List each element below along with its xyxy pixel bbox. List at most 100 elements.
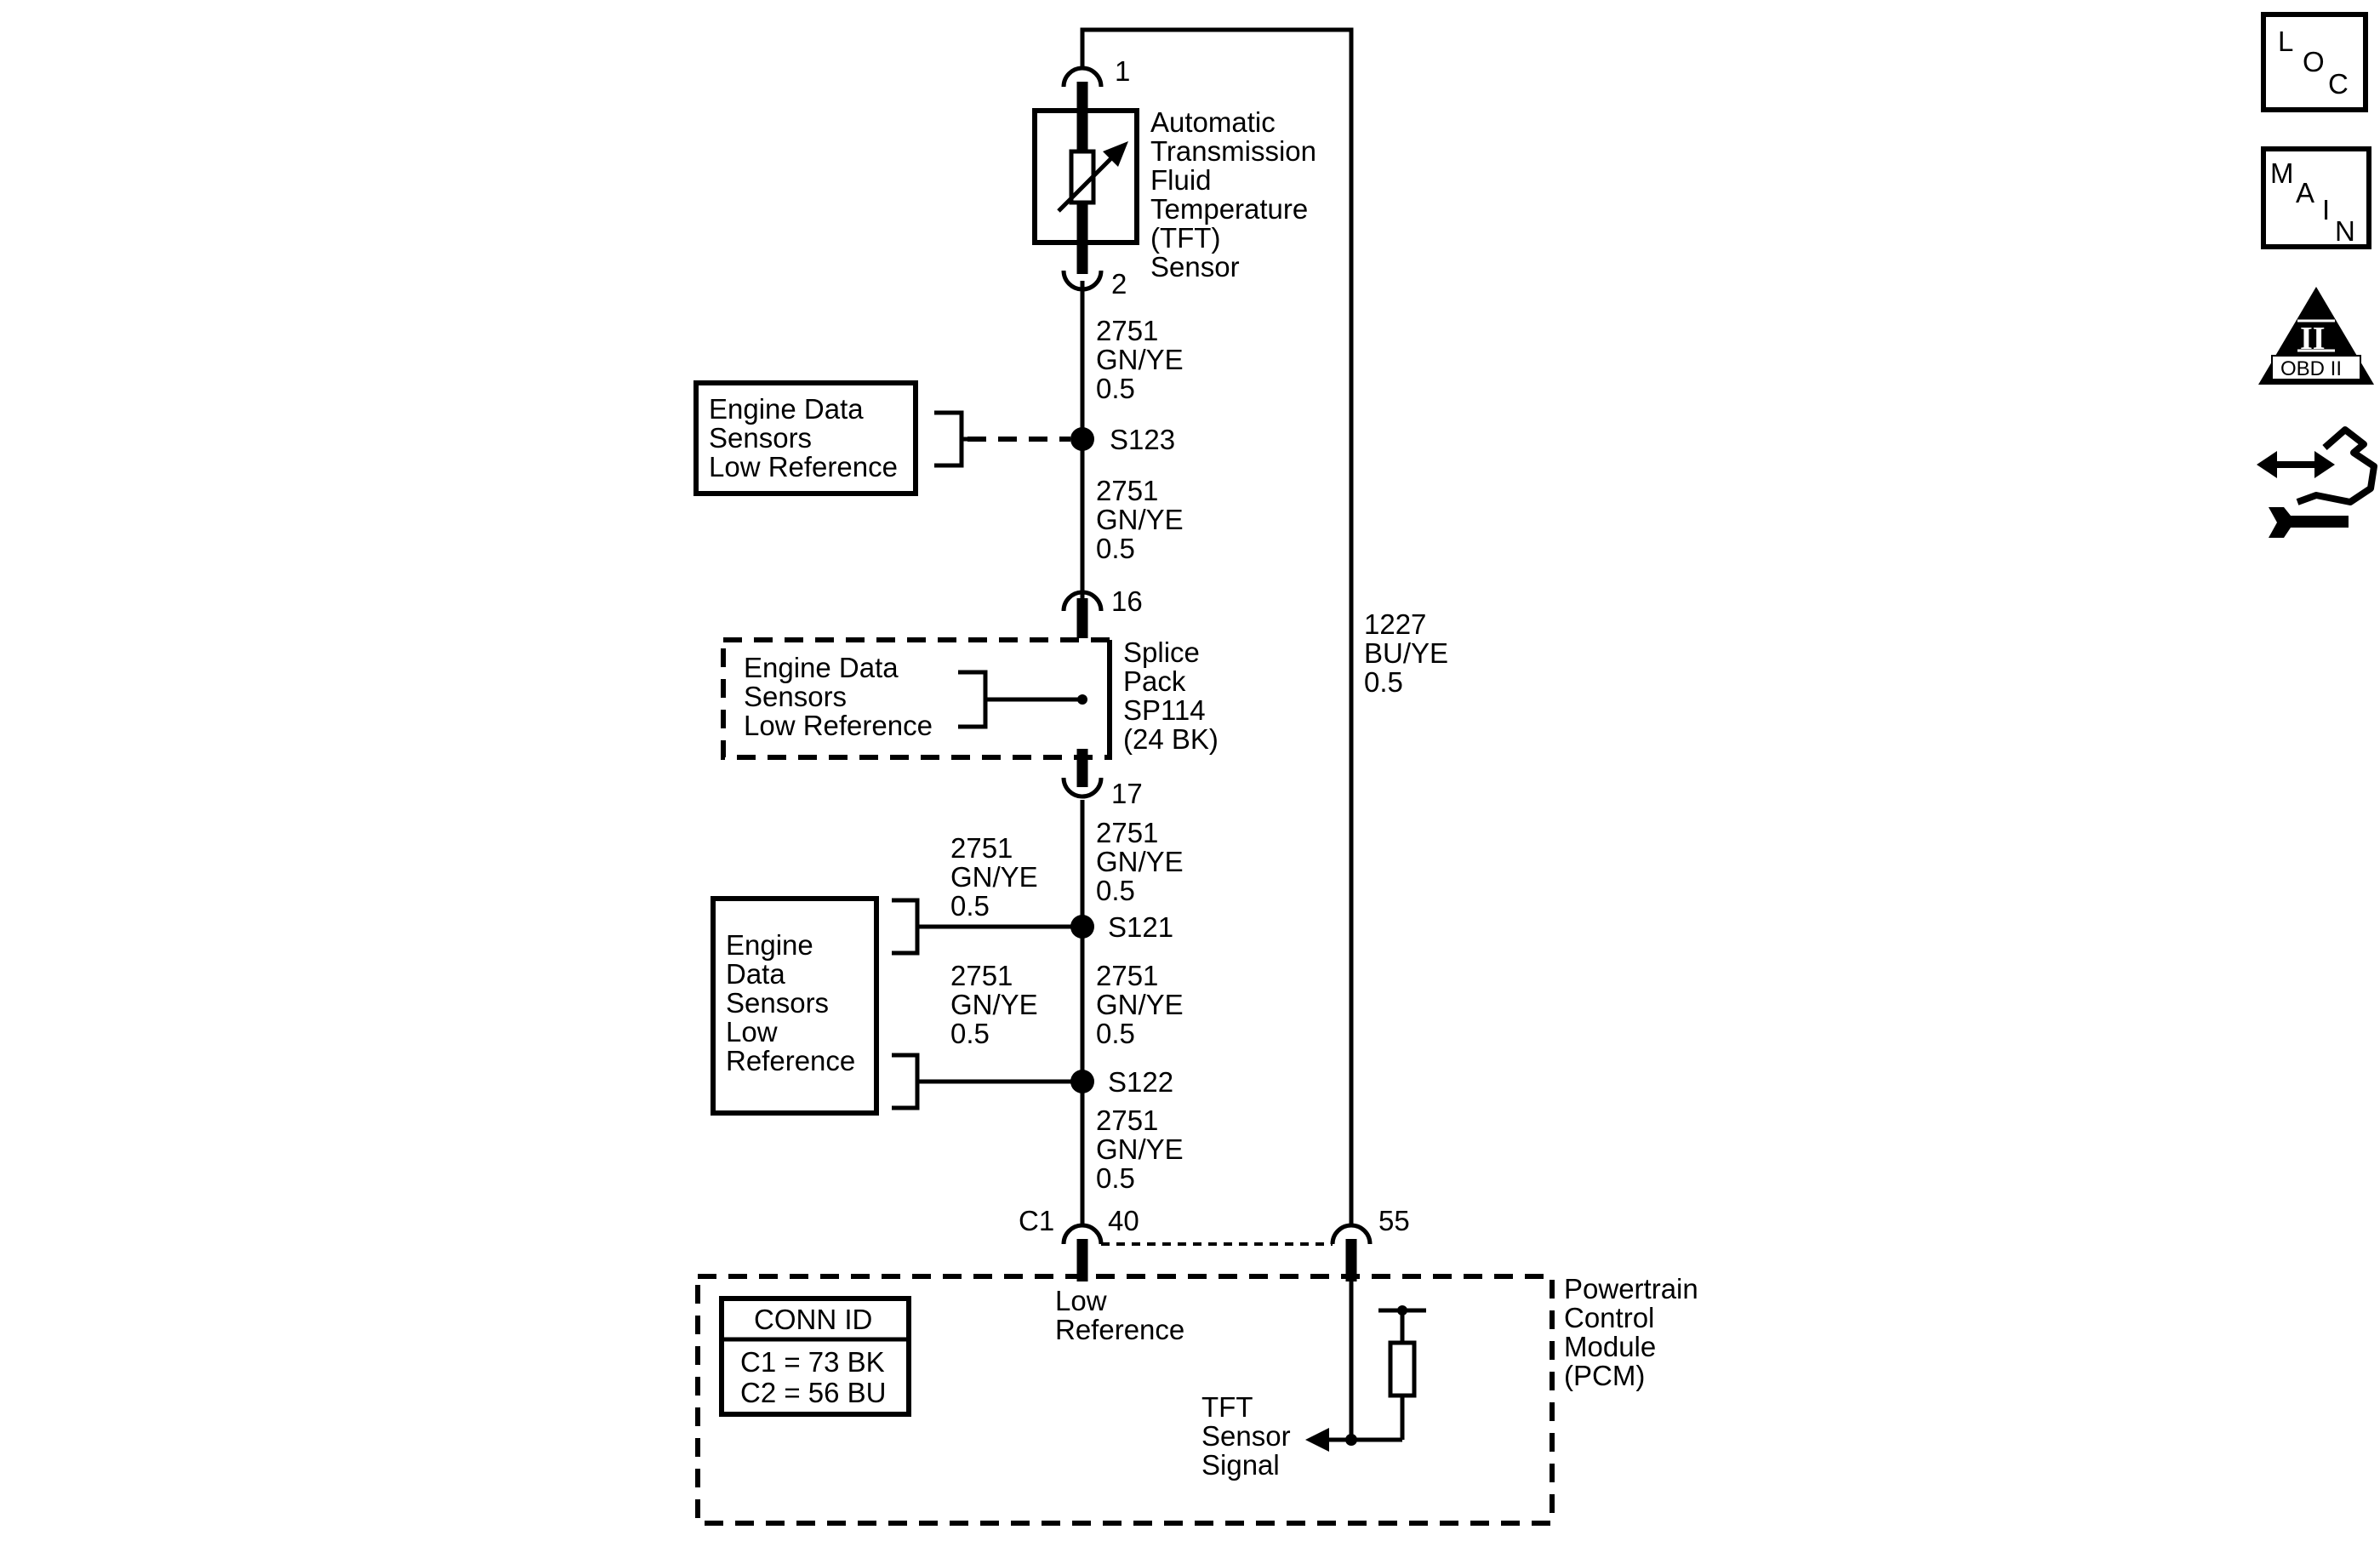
splice-s123-label: S123 <box>1110 424 1175 455</box>
pcm-name-line: (PCM) <box>1564 1360 1645 1391</box>
wire-label-line: BU/YE <box>1364 637 1448 669</box>
wire-label-line: 2751 <box>1096 475 1158 506</box>
splice-pack-name-line: (24 BK) <box>1123 723 1219 755</box>
sensor-name-line: Automatic <box>1150 106 1276 138</box>
wire-2751-label: 2751 GN/YE 0.5 <box>1096 960 1191 1049</box>
box-text-line: Sensors <box>726 987 829 1019</box>
main-icon[interactable]: M A I N <box>2261 146 2371 249</box>
splice-pack-name-line: SP114 <box>1123 694 1206 726</box>
variable-arrow <box>1057 150 1120 213</box>
pcm-low-ref-label: Low Reference <box>1055 1285 1184 1345</box>
bracket-s123 <box>934 410 964 468</box>
wire-label-line: GN/YE <box>1096 504 1184 535</box>
main-letter: I <box>2322 194 2330 225</box>
pcm-signal-label: TFT Sensor Signal <box>1201 1391 1298 1481</box>
sensor-pin-1: 1 <box>1115 55 1130 87</box>
obd-ii-label-box <box>2271 355 2361 380</box>
connector-pin-40 <box>1061 1223 1104 1245</box>
main-letter: A <box>2296 177 2314 208</box>
wire-label-line: 0.5 <box>950 1018 990 1049</box>
splice-s121-label: S121 <box>1108 911 1173 943</box>
box-sp114 <box>721 637 1112 760</box>
wire-label-line: GN/YE <box>1096 846 1184 877</box>
wire-2751-label: 2751 GN/YE 0.5 <box>1096 1105 1191 1194</box>
loc-icon[interactable]: L O C <box>2261 12 2368 112</box>
wire-label-line: GN/YE <box>1096 989 1184 1020</box>
box-sp114-text: Engine Data Sensors Low Reference <box>744 652 933 741</box>
wire-label-line: 2751 <box>1096 315 1158 346</box>
obd-ii-label: OBD II <box>2280 357 2342 380</box>
splice-pack-pin-16: 16 <box>1111 585 1143 617</box>
conn-id-table: CONN ID C1 = 73 BK C2 = 56 BU <box>719 1296 911 1417</box>
pcm-label-line: Signal <box>1201 1449 1280 1481</box>
box-text-line: Data <box>726 958 785 990</box>
loc-letter: O <box>2303 46 2325 77</box>
loc-letter: C <box>2328 68 2349 100</box>
pcm-name-line: Control <box>1564 1302 1654 1333</box>
conn-id-frame <box>719 1296 911 1417</box>
connector-pin-16 <box>1061 590 1104 612</box>
box-s123 <box>693 380 918 496</box>
sensor-name-line: Transmission <box>1150 135 1316 167</box>
box-text-line: Sensors <box>709 422 812 454</box>
loc-icon-frame[interactable] <box>2261 12 2368 112</box>
pcm-name: Powertrain Control Module (PCM) <box>1564 1273 1706 1391</box>
pcm-label-line: Reference <box>1055 1314 1184 1345</box>
wire-1227 <box>1080 27 1354 1225</box>
wire-2751-left-label: 2751 GN/YE 0.5 <box>950 832 1046 922</box>
pcm-pin-40: 40 <box>1108 1205 1139 1236</box>
splice-pack-node <box>1077 694 1087 705</box>
connector-pin-1 <box>1061 66 1104 88</box>
box-text-line: Engine Data <box>744 652 899 683</box>
sensor-name: Automatic Transmission Fluid Temperature… <box>1150 106 1324 283</box>
splice-s123: S123 Engine Data Sensors Low Reference <box>693 380 1175 496</box>
wire-label-line: 2751 <box>1096 817 1158 848</box>
hand-wrench-icon[interactable] <box>2257 426 2377 538</box>
wire-label-line: 0.5 <box>1364 666 1403 698</box>
splice-pack-sp114: 16 17 Engine Data Sensors Low Reference … <box>721 585 1219 809</box>
conn-id-title: CONN ID <box>754 1304 872 1335</box>
connector-pin-17 <box>1061 777 1104 799</box>
wire-label-line: GN/YE <box>1096 344 1184 375</box>
wire-2751-left-label: 2751 GN/YE 0.5 <box>950 960 1046 1049</box>
wire-label-line: GN/YE <box>1096 1133 1184 1165</box>
loc-letter: L <box>2278 26 2293 57</box>
box-text-line: Low Reference <box>744 710 933 741</box>
pcm-pin-55: 55 <box>1378 1205 1410 1236</box>
pcm-label-line: Low <box>1055 1285 1107 1316</box>
wiring <box>1076 27 1354 1225</box>
pcm-connector-label: C1 <box>1019 1205 1054 1236</box>
box-text-line: Low <box>726 1016 778 1047</box>
pcm: C1 40 55 Low Reference TFT Sensor Signal… <box>695 1205 1706 1526</box>
wire-label-line: 2751 <box>1096 1105 1158 1136</box>
arrow-left-head <box>2257 451 2277 478</box>
wire-2751-label: 2751 GN/YE 0.5 <box>1096 475 1191 564</box>
box-text-line: Reference <box>726 1045 855 1076</box>
tft-sensor: 1 2 Automatic Transmission Fluid Tempera… <box>1032 55 1324 300</box>
main-letter: M <box>2270 157 2294 189</box>
bracket-s122 <box>892 1053 920 1110</box>
box-text-line: Engine <box>726 929 813 961</box>
reference-node <box>1397 1305 1407 1316</box>
pcm-name-line: Powertrain <box>1564 1273 1698 1304</box>
arrow-right-head <box>2314 451 2335 478</box>
wire-2751-label: 2751 GN/YE 0.5 <box>1096 315 1191 404</box>
nav-icons: L O C M A I N II OBD II <box>2257 12 2377 538</box>
splice-pack-pin-17: 17 <box>1111 778 1143 809</box>
obd-ii-icon[interactable]: II OBD II <box>2258 287 2374 385</box>
main-icon-frame[interactable] <box>2261 146 2371 249</box>
box-s121-s122 <box>711 896 879 1116</box>
box-text-line: Engine Data <box>709 393 864 425</box>
splice-dot-s122 <box>1070 1070 1094 1093</box>
wire-label-line: 1227 <box>1364 608 1426 640</box>
bracket-s121 <box>892 898 920 956</box>
hand-outline <box>2296 426 2377 505</box>
main-letter: N <box>2335 215 2355 247</box>
wire-2751-label: 2751 GN/YE 0.5 <box>1096 817 1191 906</box>
wire-label-line: 2751 <box>950 832 1013 864</box>
wire-label-line: 0.5 <box>950 890 990 922</box>
splice-s122-label: S122 <box>1108 1066 1173 1098</box>
pullup-resistor-icon <box>1388 1340 1417 1398</box>
splice-dot-s123 <box>1070 427 1094 451</box>
connector-pin-2 <box>1061 270 1104 292</box>
